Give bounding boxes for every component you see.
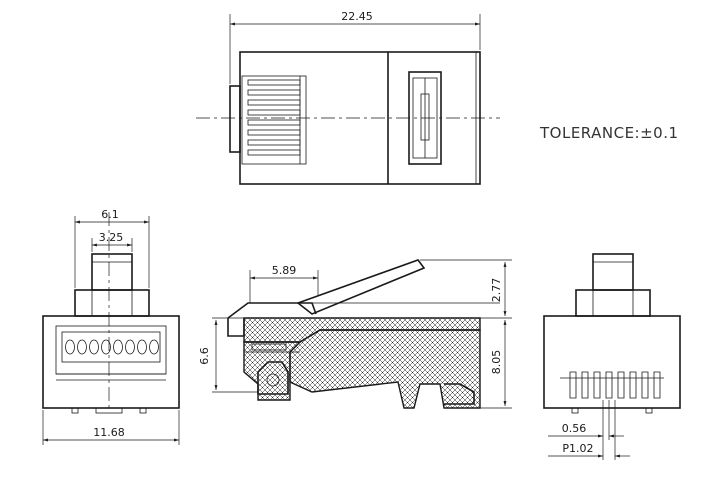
contact-blades-rear [569,371,661,399]
body-height-dim-label: 8.05 [490,350,503,375]
contact-pitch-dim-label: P1.02 [562,442,593,455]
top-view: 22.45 [196,10,500,185]
latch-offset-dim-label: 5.89 [272,264,297,277]
contact-slots-front [65,339,159,355]
latch-width-dim-label: 3.25 [99,231,124,244]
contact-blades-top [241,75,307,165]
rear-view: 0.56 P1.02 [543,253,681,460]
front-view: 6.1 3.25 11.68 [42,208,180,445]
latch-height-dim-label: 2.77 [490,278,503,303]
length-dim-label: 22.45 [341,10,373,23]
width-dim-label: 6.1 [101,208,119,221]
contact-width-dim-label: 0.56 [562,422,587,435]
cable-window [408,71,442,165]
side-section-view: 5.89 2.77 8.05 6.6 [198,259,512,409]
tolerance-note: TOLERANCE:±0.1 [539,124,679,142]
contact-height-dim-label: 6.6 [198,347,211,365]
body-width-dim-label: 11.68 [93,426,125,439]
